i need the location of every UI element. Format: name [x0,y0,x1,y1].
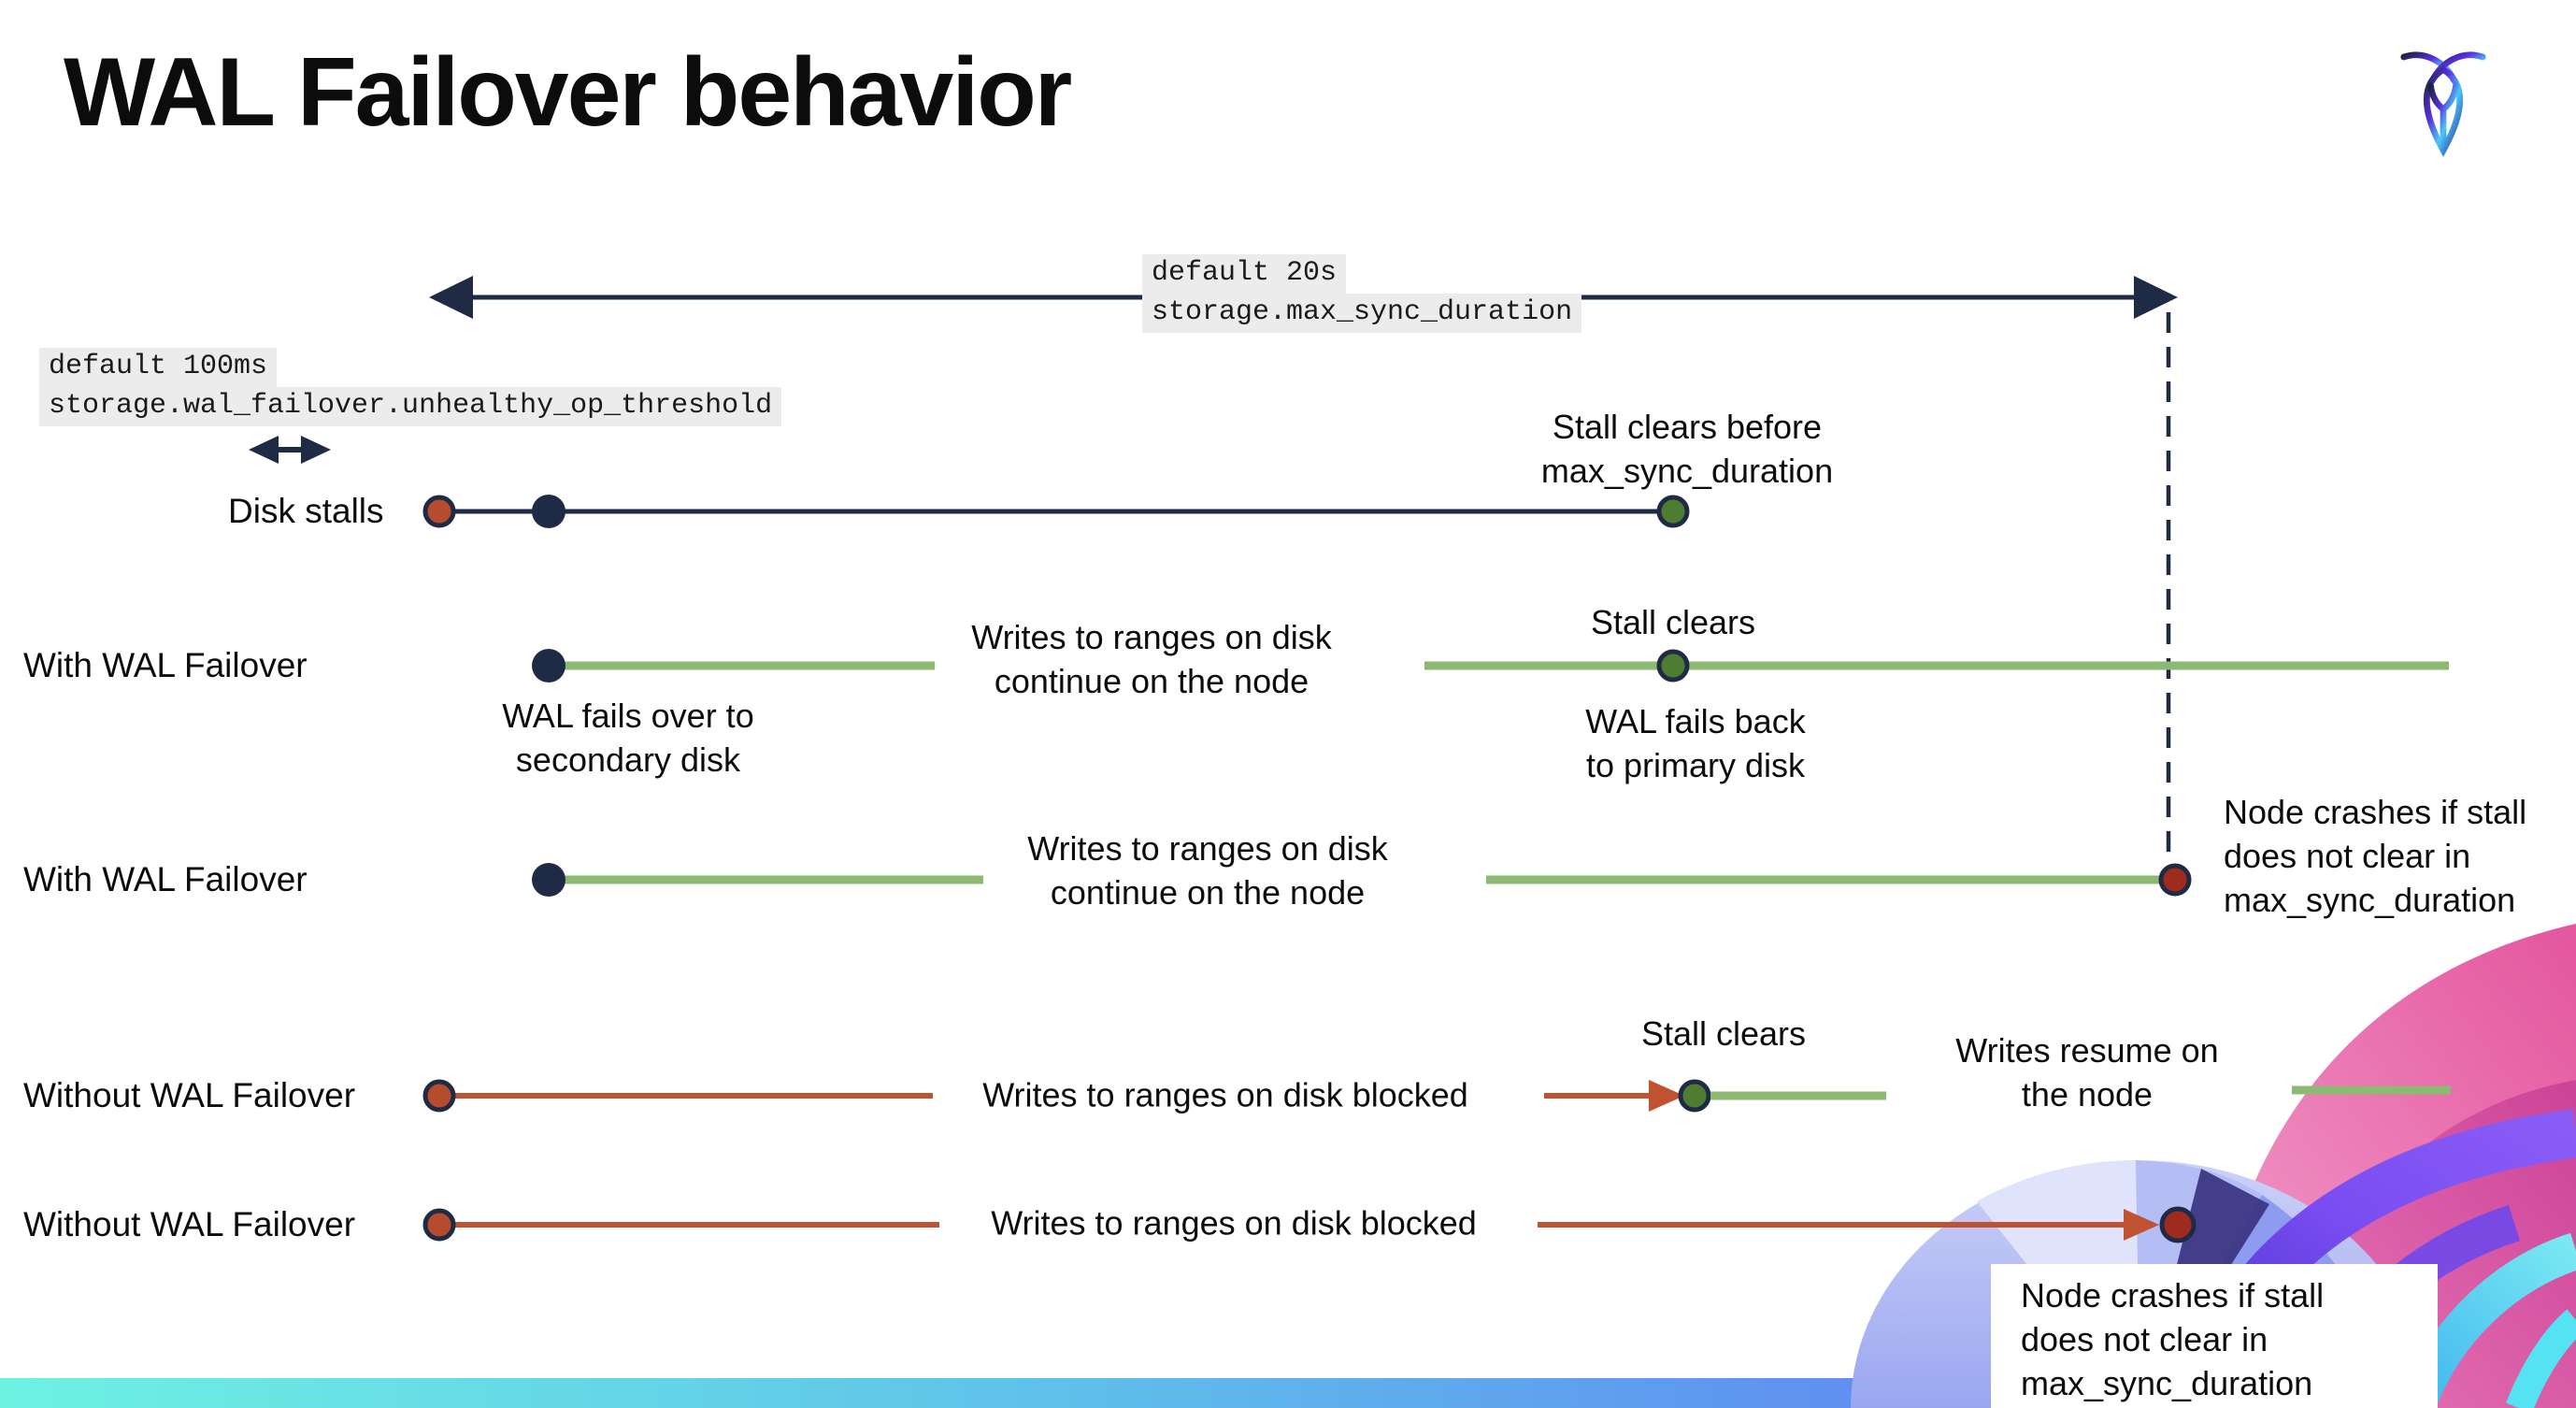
node-crashes-label-bottom: Node crashes if stall does not clear in … [2021,1276,2325,1402]
writes-continue-label-row2: Writes to ranges on disk continue on the… [971,618,1332,700]
stall-clears-label-row2: Stall clears [1590,603,1756,641]
disk-stall-dot-row5 [422,1208,456,1242]
writes-blocked-label-row5: Writes to ranges on disk blocked [991,1203,1477,1243]
max-sync-setting-label: storage.max_sync_duration [1142,294,1582,333]
arrowhead-right-small-icon [301,436,331,464]
max-sync-default-label: default 20s [1142,254,1347,294]
node-crashes-label-row3: Node crashes if stall does not clear in … [2224,793,2527,919]
page-title: WAL Failover behavior [64,38,1072,147]
stall-clears-label-row4: Stall clears [1640,1014,1807,1053]
row-label-disk-stalls: Disk stalls [228,492,384,530]
wal-fails-back-label: WAL fails back to primary disk [1585,702,1806,784]
row-label-without-failover-2: Without WAL Failover [23,1205,356,1243]
row-label-with-failover-2: With WAL Failover [23,860,308,898]
disk-stall-start-dot [422,495,456,528]
arrowhead-right-icon [2134,276,2178,319]
unhealthy-op-setting-label: storage.wal_failover.unhealthy_op_thresh… [39,387,782,426]
writes-resume-label: Writes resume on the node [1955,1031,2219,1113]
arrowhead-left-small-icon [249,436,279,464]
threshold-dot [532,495,565,528]
wal-fails-over-label: WAL fails over to secondary disk [502,697,754,779]
max-sync-duration-callout: default 20s storage.max_sync_duration [1142,254,1582,333]
node-crash-callout-box: Node crashes if stall does not clear in … [1991,1264,2438,1408]
cockroachdb-logo-icon [2400,51,2486,157]
unhealthy-op-default-label: default 100ms [39,348,278,387]
failover-dot-row2 [532,649,565,682]
unhealthy-op-threshold-callout: default 100ms storage.wal_failover.unhea… [39,348,782,426]
arrowhead-left-icon [429,276,473,319]
stall-clears-dot-row1 [1656,495,1690,528]
writes-blocked-label-row4: Writes to ranges on disk blocked [982,1075,1468,1114]
stall-clears-dot-row4 [1678,1079,1711,1113]
stall-clears-before-label: Stall clears before max_sync_duration [1540,408,1834,490]
red-arrowhead-row4-icon [1649,1080,1684,1112]
writes-continue-label-row3: Writes to ranges on disk continue on the… [1027,829,1388,912]
failover-dot-row3 [532,863,565,897]
stall-clears-dot-row2 [1656,649,1690,682]
row-label-with-failover-1: With WAL Failover [23,646,308,684]
disk-stall-dot-row4 [422,1079,456,1113]
row-label-without-failover-1: Without WAL Failover [23,1076,356,1114]
